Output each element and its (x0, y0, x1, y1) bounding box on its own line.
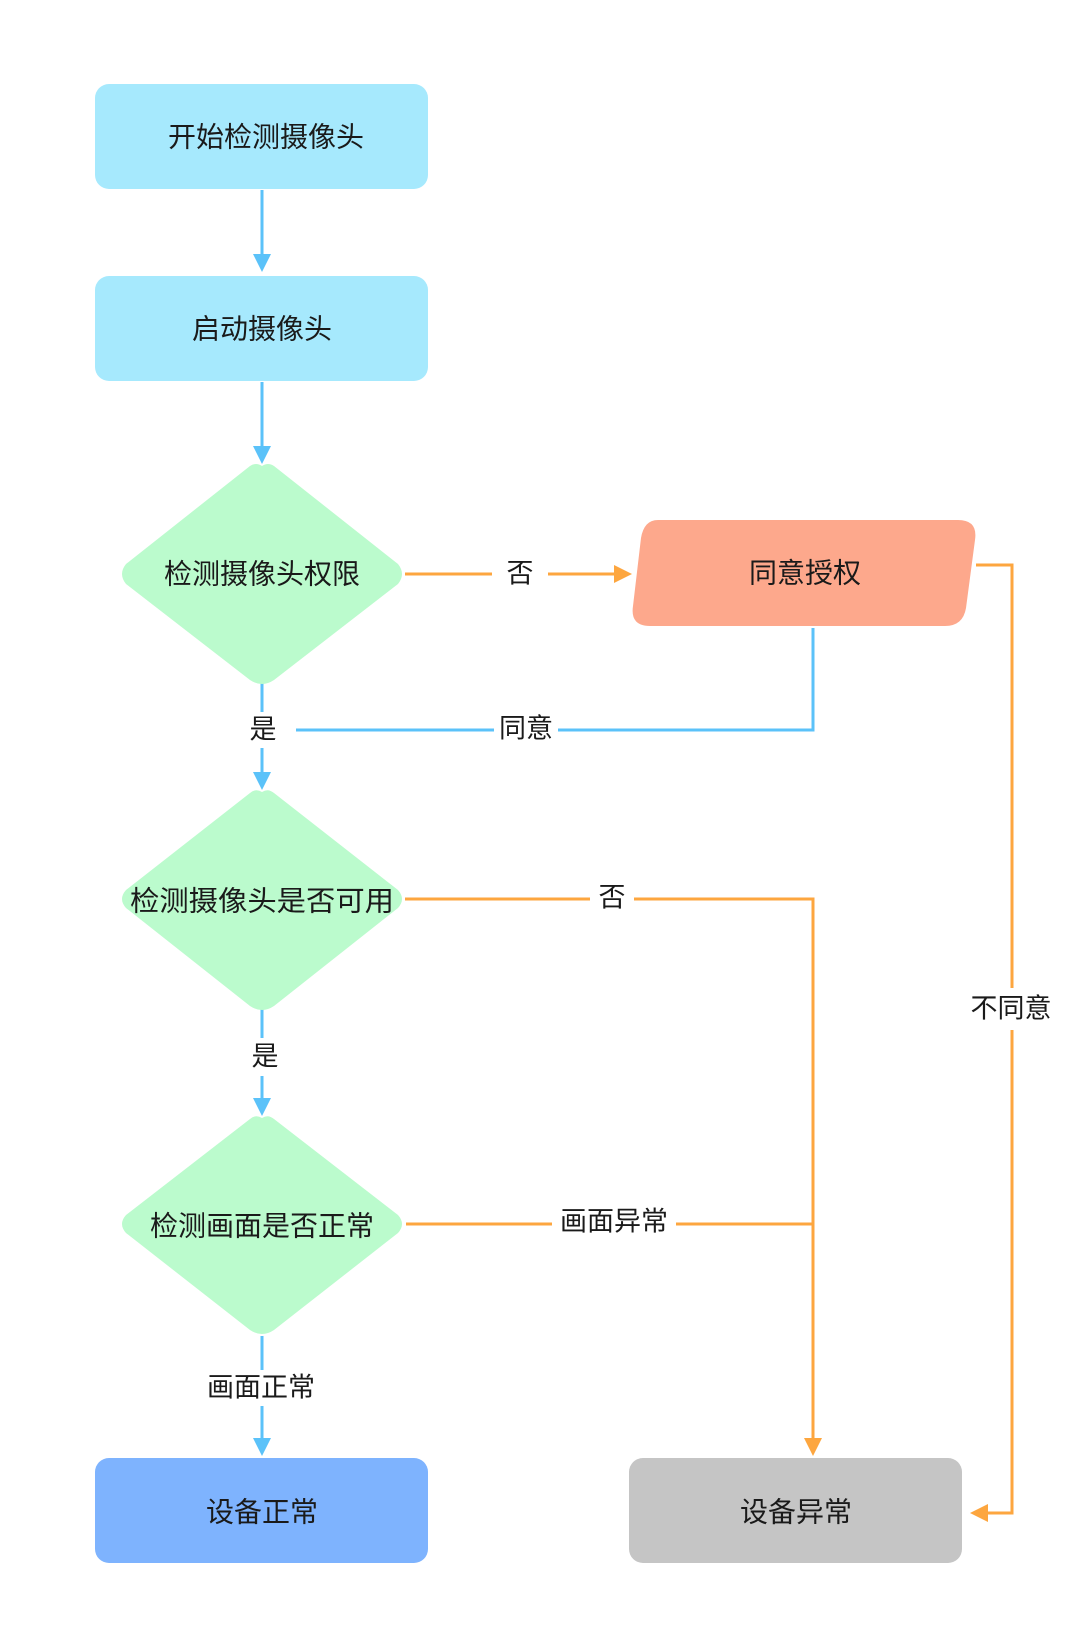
node-start[interactable]: 开始检测摄像头 (95, 84, 428, 189)
arrowhead-icon (253, 254, 271, 272)
arrowhead-icon (253, 1438, 271, 1456)
edge-launch-to-permission (253, 382, 271, 464)
node-launch-label: 启动摄像头 (192, 313, 332, 346)
edge-picture-normal (253, 1336, 271, 1456)
edge-label-grant-agree: 同意 (499, 714, 553, 745)
edges (253, 190, 1014, 1522)
arrowhead-icon (253, 772, 271, 790)
arrowhead-icon (804, 1438, 822, 1456)
node-start-label: 开始检测摄像头 (168, 121, 364, 154)
node-device-error-label: 设备异常 (740, 1496, 852, 1529)
node-check-picture[interactable]: 检测画面是否正常 (122, 1116, 402, 1334)
node-device-ok[interactable]: 设备正常 (95, 1458, 428, 1563)
edge-permission-yes (253, 680, 271, 790)
edge-start-to-launch (253, 190, 271, 272)
edge-grant-disagree (970, 563, 1014, 1522)
node-check-permission-label: 检测摄像头权限 (164, 558, 360, 591)
edge-label-available-no: 否 (599, 883, 626, 914)
edge-label-available-yes: 是 (252, 1042, 279, 1073)
node-check-available-label: 检测摄像头是否可用 (130, 885, 394, 918)
arrowhead-icon (253, 446, 271, 464)
edge-labels: 否 是 同意 否 不同意 是 画面异常 画面正常 (207, 559, 1052, 1404)
edge-label-picture-normal: 画面正常 (207, 1373, 315, 1404)
edge-grant-agree (296, 628, 815, 732)
node-device-ok-label: 设备正常 (206, 1496, 318, 1529)
node-launch[interactable]: 启动摄像头 (95, 276, 428, 381)
arrowhead-icon (970, 1504, 988, 1522)
arrowhead-icon (614, 565, 632, 583)
node-check-picture-label: 检测画面是否正常 (150, 1210, 374, 1243)
arrowhead-icon (253, 1098, 271, 1116)
edge-label-permission-yes: 是 (250, 715, 277, 746)
node-grant-label: 同意授权 (749, 557, 861, 590)
edge-available-yes (253, 1008, 271, 1116)
edge-label-grant-disagree: 不同意 (971, 994, 1052, 1025)
edge-label-picture-abnormal: 画面异常 (560, 1207, 668, 1238)
node-grant[interactable]: 同意授权 (632, 520, 976, 626)
node-check-available[interactable]: 检测摄像头是否可用 (122, 790, 402, 1010)
node-device-error[interactable]: 设备异常 (629, 1458, 962, 1563)
node-check-permission[interactable]: 检测摄像头权限 (122, 464, 402, 684)
edge-permission-no (405, 565, 632, 583)
edge-available-no (405, 897, 822, 1456)
edge-label-permission-no: 否 (507, 559, 534, 590)
